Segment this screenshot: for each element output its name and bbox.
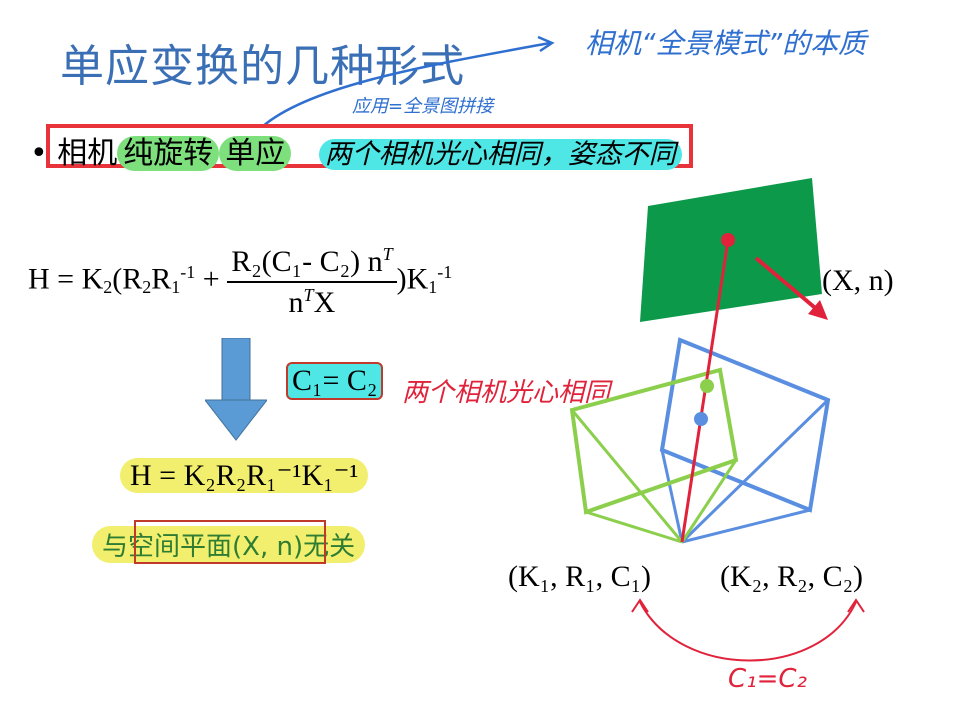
normal-arrowhead bbox=[808, 300, 828, 320]
eq-denominator: n bbox=[288, 285, 304, 319]
eq-lhs: H = K bbox=[28, 262, 104, 296]
normal-arrow bbox=[754, 256, 822, 314]
scene-plane bbox=[640, 178, 822, 322]
eq-transpose: T bbox=[382, 244, 393, 264]
camera1-edge bbox=[570, 409, 684, 543]
equation-simplified: H = K₂R₂R₁⁻¹K₁⁻¹ bbox=[120, 458, 369, 493]
eq-sub: 1 bbox=[171, 277, 181, 298]
eq-numerator: R₂(C₁- C₂) n bbox=[231, 244, 383, 278]
camera1-label: (K₁, R₁, C₁) bbox=[508, 560, 652, 593]
eq-transpose: T bbox=[303, 284, 314, 305]
eq-x: X bbox=[313, 285, 336, 319]
bullet-line: • 相机纯旋转单应 两个相机光心相同，姿态不同 bbox=[30, 128, 682, 172]
term-pure-rotation: 纯旋转 bbox=[117, 136, 220, 171]
handwritten-note-equal-centers: C₁=C₂ bbox=[728, 664, 807, 694]
eq-close: )K bbox=[396, 262, 429, 296]
bullet-prefix: 相机 bbox=[57, 136, 118, 171]
eq-sub: 2 bbox=[142, 277, 152, 298]
camera2-edge bbox=[660, 449, 684, 543]
handwritten-note-panorama: 相机“全景模式”的本质 bbox=[585, 27, 867, 60]
eq-sub: 1 bbox=[428, 277, 438, 298]
scene-point bbox=[721, 233, 735, 247]
eq-plus: + bbox=[202, 262, 220, 296]
page-title: 单应变换的几种形式 bbox=[60, 41, 465, 92]
bullet-comment: 两个相机光心相同，姿态不同 bbox=[318, 139, 682, 170]
annotation-arrow bbox=[261, 35, 555, 128]
eq-open: (R bbox=[112, 262, 143, 296]
eq-inv: -1 bbox=[437, 261, 453, 282]
eq-inv: -1 bbox=[180, 261, 196, 282]
image-point-2 bbox=[694, 412, 708, 426]
camera2-label: (K₂, R₂, C₂) bbox=[720, 560, 864, 593]
eq-fraction: R₂(C₁- C₂) nT nTX bbox=[227, 244, 397, 320]
camera2-edge bbox=[681, 508, 811, 544]
camera-diagram bbox=[569, 178, 831, 544]
down-arrow-icon bbox=[205, 338, 267, 441]
condition-equal-centers: C₁= C₂ bbox=[286, 362, 384, 400]
camera1-edge bbox=[680, 459, 738, 543]
image-point-1 bbox=[700, 379, 714, 393]
plane-label: (X, n) bbox=[822, 264, 894, 297]
bullet-marker: • bbox=[30, 136, 48, 171]
term-homography: 单应 bbox=[219, 136, 292, 171]
equation-general: H = K2(R2R1-1 + R₂(C₁- C₂) nT nTX )K1-1 bbox=[28, 244, 452, 320]
eq-r1: R bbox=[151, 262, 172, 296]
handwritten-note-same-center: 两个相机光心相同 bbox=[402, 378, 611, 408]
camera2-edge bbox=[680, 398, 830, 544]
camera1-edge bbox=[585, 510, 683, 544]
independence-note: 与空间平面(X, n)无关 bbox=[92, 526, 366, 563]
plane-highlight-box bbox=[134, 520, 326, 564]
equality-arc bbox=[631, 598, 865, 662]
eq-sub: 2 bbox=[103, 277, 113, 298]
handwritten-note-application: 应用=全景图拼接 bbox=[352, 96, 494, 117]
